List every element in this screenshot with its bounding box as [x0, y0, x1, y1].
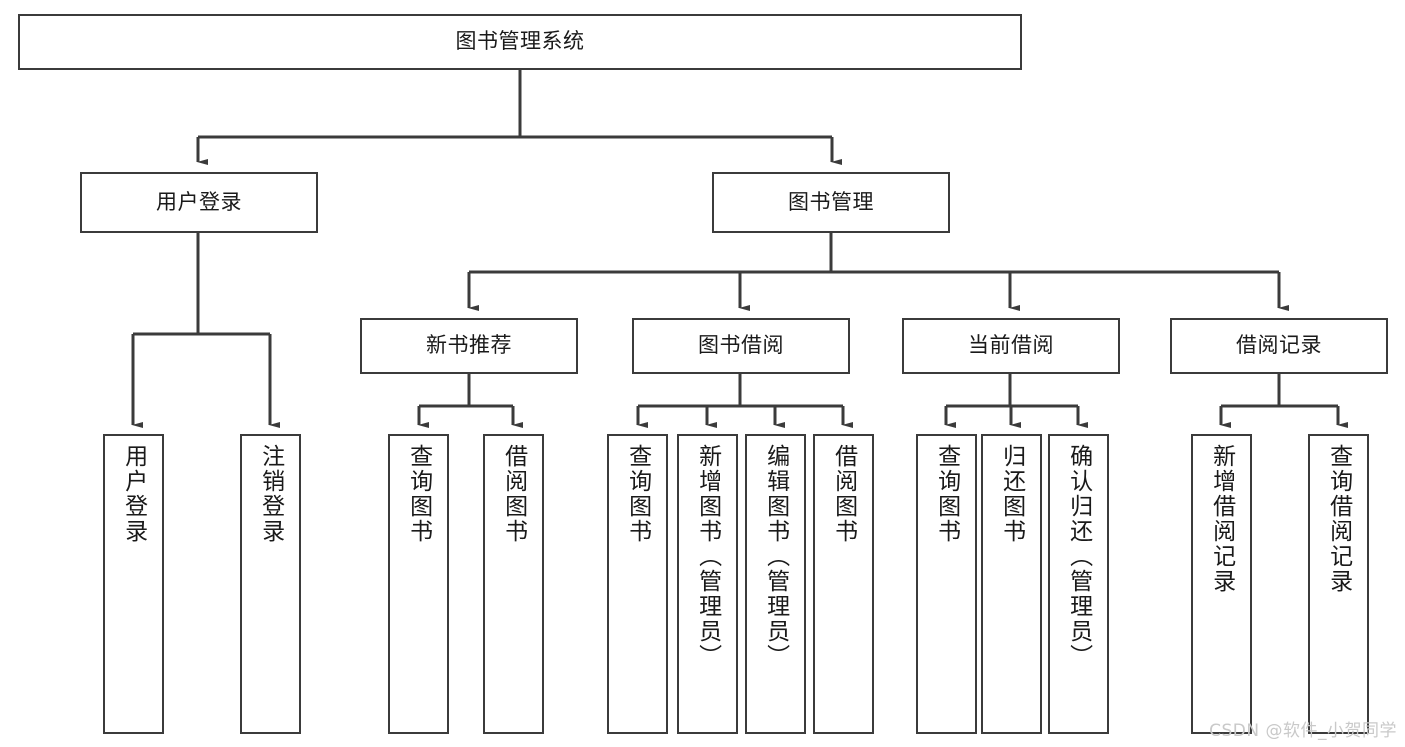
leaf-label: 查询图书	[933, 444, 960, 544]
leaf-label: 查询借阅记录	[1325, 444, 1352, 594]
node-user-login-label: 用户登录	[156, 189, 242, 214]
node-current-borrow-label: 当前借阅	[968, 333, 1054, 358]
leaf-label: 用户登录	[120, 444, 147, 544]
watermark: CSDN @软件_小贺同学	[1209, 721, 1397, 741]
leaf-user-login-logout[interactable]: 注销登录	[240, 434, 301, 734]
node-book-management[interactable]: 图书管理	[712, 172, 950, 233]
leaf-user-login-login[interactable]: 用户登录	[103, 434, 164, 734]
leaf-label: 借阅图书	[500, 444, 527, 544]
leaf-label: 查询图书	[405, 444, 432, 544]
leaf-borrow-borrow-book[interactable]: 借阅图书	[813, 434, 874, 734]
node-user-login[interactable]: 用户登录	[80, 172, 318, 233]
leaf-label: 借阅图书	[830, 444, 857, 544]
leaf-records-add-record[interactable]: 新增借阅记录	[1191, 434, 1252, 734]
leaf-borrow-query-book[interactable]: 查询图书	[607, 434, 668, 734]
leaf-label: 确认归还（管理员）	[1065, 444, 1092, 669]
node-borrow-records-label: 借阅记录	[1236, 333, 1322, 358]
node-new-book-recommend[interactable]: 新书推荐	[360, 318, 578, 374]
leaf-borrow-add-book[interactable]: 新增图书（管理员）	[677, 434, 738, 734]
leaf-current-return-book[interactable]: 归还图书	[981, 434, 1042, 734]
node-current-borrow[interactable]: 当前借阅	[902, 318, 1120, 374]
leaf-recommend-query-book[interactable]: 查询图书	[388, 434, 449, 734]
leaf-records-query-record[interactable]: 查询借阅记录	[1308, 434, 1369, 734]
leaf-borrow-edit-book[interactable]: 编辑图书（管理员）	[745, 434, 806, 734]
node-borrow-records[interactable]: 借阅记录	[1170, 318, 1388, 374]
node-root-label: 图书管理系统	[455, 29, 585, 54]
leaf-label: 新增图书（管理员）	[694, 444, 721, 669]
leaf-label: 注销登录	[257, 444, 284, 544]
node-book-borrow-label: 图书借阅	[698, 333, 784, 358]
node-book-borrow[interactable]: 图书借阅	[632, 318, 850, 374]
leaf-current-query-book[interactable]: 查询图书	[916, 434, 977, 734]
node-root[interactable]: 图书管理系统	[18, 14, 1022, 70]
leaf-recommend-borrow-book[interactable]: 借阅图书	[483, 434, 544, 734]
node-new-book-recommend-label: 新书推荐	[426, 333, 512, 358]
leaf-current-confirm-return[interactable]: 确认归还（管理员）	[1048, 434, 1109, 734]
node-book-management-label: 图书管理	[788, 189, 874, 214]
leaf-label: 新增借阅记录	[1208, 444, 1235, 594]
leaf-label: 归还图书	[998, 444, 1025, 544]
leaf-label: 查询图书	[624, 444, 651, 544]
leaf-label: 编辑图书（管理员）	[762, 444, 789, 669]
